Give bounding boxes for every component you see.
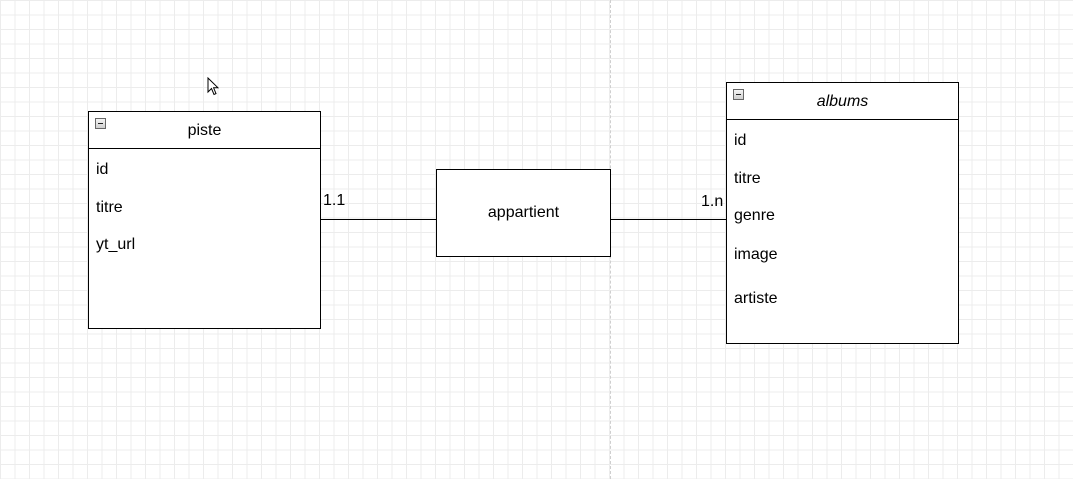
entity-albums-header[interactable]: albums bbox=[727, 83, 958, 120]
attribute-artiste[interactable]: artiste bbox=[734, 290, 778, 307]
entity-piste-header[interactable]: piste bbox=[89, 112, 320, 149]
attribute-id[interactable]: id bbox=[734, 132, 747, 149]
entity-piste-title: piste bbox=[187, 122, 222, 139]
cardinality-piste: 1.1 bbox=[323, 192, 346, 209]
attribute-id[interactable]: id bbox=[96, 161, 109, 178]
relationship-appartient[interactable]: appartient bbox=[436, 169, 611, 257]
entity-albums-title: albums bbox=[816, 93, 869, 110]
collapse-icon[interactable] bbox=[95, 118, 106, 129]
attribute-titre[interactable]: titre bbox=[96, 199, 123, 216]
cardinality-albums: 1.n bbox=[701, 193, 724, 210]
entity-piste[interactable]: piste id titre yt_url bbox=[88, 111, 321, 329]
connector-appartient-albums[interactable] bbox=[611, 219, 726, 220]
connector-piste-appartient[interactable] bbox=[321, 219, 436, 220]
attribute-image[interactable]: image bbox=[734, 246, 778, 263]
attribute-titre[interactable]: titre bbox=[734, 170, 761, 187]
entity-albums[interactable]: albums id titre genre image artiste bbox=[726, 82, 959, 344]
attribute-yt-url[interactable]: yt_url bbox=[96, 236, 136, 253]
mouse-pointer-icon bbox=[207, 77, 219, 96]
attribute-genre[interactable]: genre bbox=[734, 207, 775, 224]
collapse-icon[interactable] bbox=[733, 89, 744, 100]
relationship-label: appartient bbox=[487, 204, 560, 221]
